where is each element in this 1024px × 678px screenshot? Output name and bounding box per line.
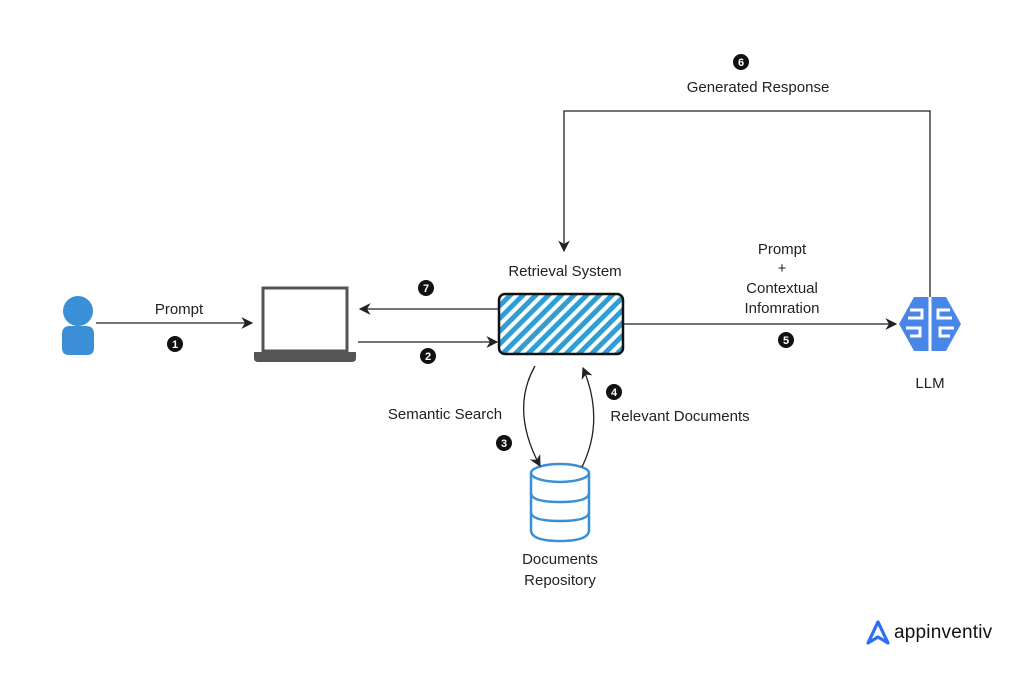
edge-augmented-label-line1: Prompt <box>758 241 807 258</box>
step-badge-1: 1 <box>167 336 183 352</box>
database-icon <box>529 462 591 543</box>
edge-augmented-label-line4: Infomration <box>744 300 819 317</box>
svg-text:6: 6 <box>738 57 744 69</box>
step-badge-6: 6 <box>733 54 749 70</box>
edge-semantic-search <box>522 365 541 468</box>
brain-icon <box>899 297 961 351</box>
user-icon <box>62 296 94 355</box>
repository-label-line1: Documents <box>522 551 598 568</box>
svg-text:3: 3 <box>501 438 507 450</box>
svg-text:1: 1 <box>172 339 178 351</box>
step-badge-3: 3 <box>496 435 512 451</box>
edge-relevant-documents-label: Relevant Documents <box>610 408 749 425</box>
step-badge-7: 7 <box>418 280 434 296</box>
brand-logo: appinventiv <box>866 620 992 646</box>
llm-label: LLM <box>915 375 944 392</box>
edge-generated-response <box>558 110 931 297</box>
repository-label-line2: Repository <box>524 572 596 589</box>
retrieval-system-label: Retrieval System <box>508 263 621 280</box>
edge-prompt-label: Prompt <box>155 301 204 318</box>
laptop-icon <box>254 286 356 362</box>
svg-text:4: 4 <box>611 387 618 399</box>
step-badge-2: 2 <box>420 348 436 364</box>
edge-relevant-documents <box>581 366 595 468</box>
edge-semantic-search-label: Semantic Search <box>388 406 502 423</box>
svg-text:5: 5 <box>783 335 789 347</box>
step-badge-5: 5 <box>778 332 794 348</box>
retrieval-system-box <box>497 292 625 356</box>
svg-text:7: 7 <box>423 283 429 295</box>
appinventiv-logo-icon <box>866 620 890 645</box>
step-badge-4: 4 <box>606 384 622 400</box>
svg-text:2: 2 <box>425 351 431 363</box>
edge-augmented-label-line3: Contextual <box>746 280 818 297</box>
brand-name: appinventiv <box>894 622 993 643</box>
edge-augmented-label-line2: + <box>778 260 787 277</box>
edge-generated-label: Generated Response <box>687 79 830 96</box>
